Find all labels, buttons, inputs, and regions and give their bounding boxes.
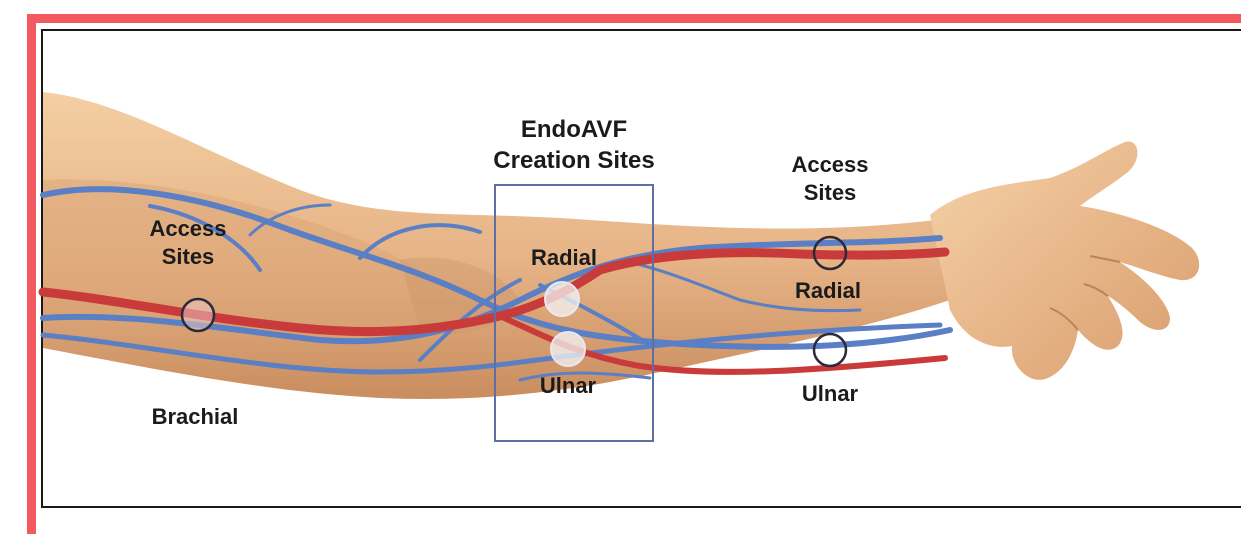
- radial-creation-label: Radial: [514, 244, 614, 272]
- creation-site-radial-marker: [545, 282, 579, 316]
- access-sites-left-label: Access Sites: [138, 215, 238, 271]
- access-sites-right-label: Access Sites: [780, 151, 880, 207]
- radial-access-label: Radial: [778, 277, 878, 305]
- creation-sites-label: EndoAVF Creation Sites: [482, 115, 666, 176]
- access-site-ulnar-marker: [814, 334, 846, 366]
- hand-shape: [930, 142, 1199, 380]
- ulnar-creation-label: Ulnar: [518, 372, 618, 400]
- brachial-label: Brachial: [135, 403, 255, 431]
- access-site-brachial-marker: [182, 299, 214, 331]
- ulnar-access-label: Ulnar: [780, 380, 880, 408]
- creation-site-ulnar-marker: [551, 332, 585, 366]
